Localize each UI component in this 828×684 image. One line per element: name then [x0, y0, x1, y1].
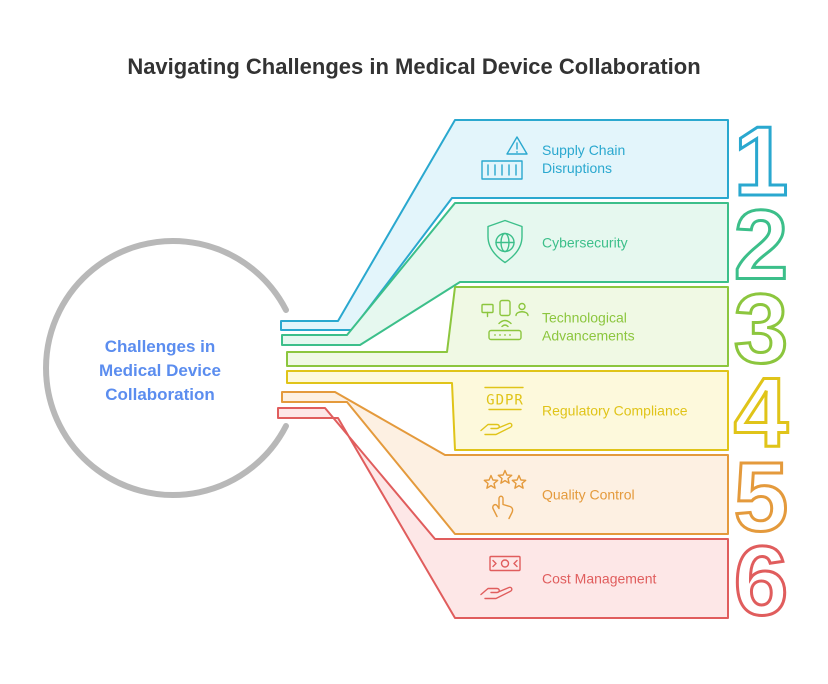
challenge-band-2: 2 Cybersecurity [281, 188, 790, 346]
band-shape-6 [277, 407, 729, 619]
band-number-6: 6 [734, 526, 789, 636]
band-label-1-line-2: Disruptions [542, 160, 612, 176]
band-shape-4 [286, 370, 729, 451]
band-number-3: 3 [734, 274, 789, 384]
band-number-1: 1 [734, 106, 789, 216]
devices-router-icon [481, 299, 529, 341]
center-line-2: Medical Device [99, 361, 221, 380]
band-label-6-line-1: Cost Management [542, 571, 657, 587]
challenge-band-5: 5 Quality Control [281, 391, 790, 553]
band-number-4: 4 [734, 358, 789, 468]
center-label: Challenges in Medical Device Collaborati… [99, 337, 221, 404]
svg-text:GDPR: GDPR [486, 393, 524, 409]
band-label-4-line-1: Regulatory Compliance [542, 403, 688, 419]
band-shape-5 [281, 391, 729, 535]
band-label-2-line-1: Cybersecurity [542, 235, 628, 251]
band-number-5: 5 [734, 442, 789, 552]
band-label-3-line-1: Technological [542, 310, 627, 326]
challenge-band-6: 6 Cost Management [277, 407, 790, 637]
stars-hand-icon [483, 469, 527, 520]
center-line-3: Collaboration [105, 385, 215, 404]
band-shape-1 [280, 119, 729, 331]
globe-shield-icon [487, 219, 523, 264]
challenge-band-4: 4 GDPR Regulatory Compliance [286, 356, 790, 469]
band-shape-2 [281, 202, 729, 346]
center-circle [43, 238, 289, 498]
band-label-5-line-1: Quality Control [542, 487, 635, 503]
band-label-3-line-2: Advancements [542, 328, 635, 344]
center-line-1: Challenges in [105, 337, 216, 356]
page-title: Navigating Challenges in Medical Device … [127, 54, 700, 79]
band-label-1-line-1: Supply Chain [542, 142, 625, 158]
money-hand-icon [480, 555, 521, 600]
gdpr-hand-icon: GDPR [480, 386, 524, 436]
band-number-2: 2 [734, 190, 789, 300]
warning-container-icon [481, 136, 528, 180]
